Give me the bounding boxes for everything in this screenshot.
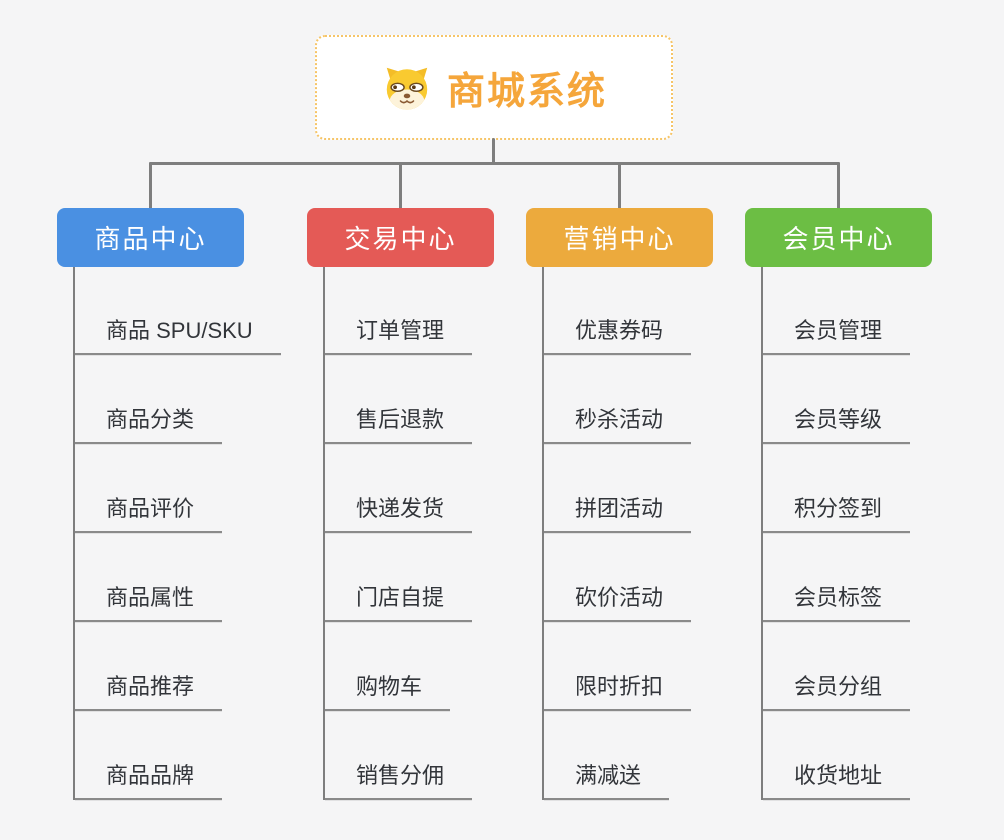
leaf-node[interactable]: 售后退款	[325, 406, 473, 444]
branch-drop-line	[837, 162, 840, 210]
leaf-node[interactable]: 商品评价	[75, 495, 223, 533]
branch-drop-line	[618, 162, 621, 210]
root-title: 商城系统	[446, 71, 607, 113]
leaf-node[interactable]: 拼团活动	[544, 495, 692, 533]
branch-drop-line	[149, 162, 152, 210]
leaf-node[interactable]: 销售分佣	[325, 762, 473, 800]
branch-node-2[interactable]: 交易中心	[307, 208, 494, 267]
branch-column-1: 商品 SPU/SKU 商品分类商品评价商品属性商品推荐商品品牌	[73, 267, 281, 800]
leaf-node[interactable]: 商品品牌	[75, 762, 223, 800]
leaf-node[interactable]: 商品 SPU/SKU	[75, 317, 281, 355]
leaf-node[interactable]: 会员标签	[763, 584, 911, 622]
leaf-node[interactable]: 购物车	[325, 673, 451, 711]
branch-node-3[interactable]: 营销中心	[526, 208, 713, 267]
branch-drop-line	[399, 162, 402, 210]
leaf-node[interactable]: 门店自提	[325, 584, 473, 622]
branch-column-4: 会员管理会员等级积分签到会员标签会员分组收货地址	[761, 267, 911, 800]
leaf-node[interactable]: 会员分组	[763, 673, 911, 711]
leaf-node[interactable]: 收货地址	[763, 762, 911, 800]
leaf-node[interactable]: 优惠券码	[544, 317, 692, 355]
branch-bus-line	[149, 162, 840, 165]
leaf-node[interactable]: 商品属性	[75, 584, 223, 622]
leaf-node[interactable]: 商品分类	[75, 406, 223, 444]
leaf-node[interactable]: 会员管理	[763, 317, 911, 355]
root-node[interactable]: 商城系统	[315, 35, 673, 140]
leaf-node[interactable]: 会员等级	[763, 406, 911, 444]
leaf-node[interactable]: 满减送	[544, 762, 670, 800]
leaf-node[interactable]: 商品推荐	[75, 673, 223, 711]
branch-column-3: 优惠券码秒杀活动拼团活动砍价活动限时折扣满减送	[542, 267, 692, 800]
leaf-node[interactable]: 砍价活动	[544, 584, 692, 622]
leaf-node[interactable]: 积分签到	[763, 495, 911, 533]
dog-face-icon	[386, 67, 428, 110]
branch-node-4[interactable]: 会员中心	[745, 208, 932, 267]
leaf-node[interactable]: 快递发货	[325, 495, 473, 533]
leaf-node[interactable]: 订单管理	[325, 317, 473, 355]
branch-node-1[interactable]: 商品中心	[57, 208, 244, 267]
leaf-node[interactable]: 秒杀活动	[544, 406, 692, 444]
branch-column-2: 订单管理售后退款快递发货门店自提购物车销售分佣	[323, 267, 473, 800]
leaf-node[interactable]: 限时折扣	[544, 673, 692, 711]
root-connector-line	[492, 138, 495, 164]
